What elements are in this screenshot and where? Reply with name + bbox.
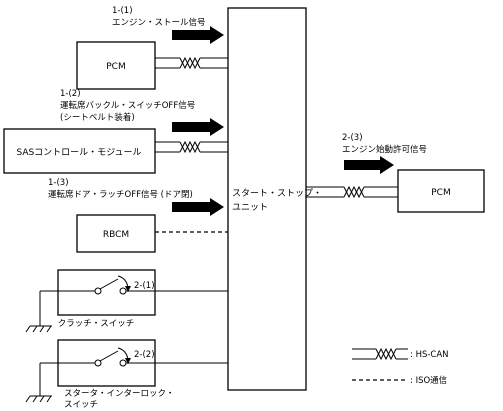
signal-1-3-arrow bbox=[172, 198, 224, 216]
signal-1-2-text: 運転席バックル・スイッチOFF信号 bbox=[60, 100, 195, 111]
starter-interlock-switch-label-2: スイッチ bbox=[64, 400, 98, 410]
signal-2-3-number: 2-(3) bbox=[342, 133, 363, 143]
signal-1-2-note: (シートベルト装着) bbox=[60, 112, 135, 123]
signal-2-3-text: エンジン始動許可信号 bbox=[342, 144, 427, 155]
legend: : HS-CAN : ISO通信 bbox=[352, 348, 449, 386]
start-stop-unit-box bbox=[227, 7, 307, 391]
legend-iso-label: : ISO通信 bbox=[410, 375, 448, 386]
switch-2-2-number: 2-(2) bbox=[134, 350, 155, 360]
start-stop-unit-label-1: スタート・ストップ・ bbox=[232, 188, 322, 199]
signal-1-2-number: 1-(2) bbox=[60, 89, 81, 99]
signal-1-1-text: エンジン・ストール信号 bbox=[112, 17, 206, 28]
signal-1-1-number: 1-(1) bbox=[112, 6, 133, 16]
switch-2-1-number: 2-(1) bbox=[134, 281, 155, 291]
sas-control-module-box bbox=[3, 128, 156, 174]
clutch-switch-label: クラッチ・スイッチ bbox=[58, 319, 135, 329]
pcm-left-label: PCM bbox=[106, 62, 125, 72]
pcm-right-label: PCM bbox=[431, 188, 450, 198]
starter-interlock-switch-label-1: スタータ・インターロック・ bbox=[64, 389, 174, 399]
pcm-left-box bbox=[76, 41, 156, 90]
pcm-left-hscan-twisted-pair bbox=[175, 57, 205, 69]
signal-1-2-arrow bbox=[172, 118, 224, 136]
rbcm-box bbox=[76, 214, 156, 253]
sas-control-module-label: SASコントロール・モジュール bbox=[16, 148, 141, 158]
legend-hscan-label: : HS-CAN bbox=[410, 350, 449, 360]
legend-hscan-symbol bbox=[371, 348, 401, 360]
signal-2-3-arrow bbox=[344, 156, 394, 174]
rbcm-label: RBCM bbox=[103, 230, 129, 240]
sas-hscan-twisted-pair bbox=[175, 141, 205, 153]
signal-1-3-text: 運転席ドア・ラッチOFF信号 (ドア閉) bbox=[48, 189, 193, 200]
signal-1-1-arrow bbox=[172, 26, 224, 44]
clutch-switch-box bbox=[57, 269, 156, 316]
pcm-right-box bbox=[397, 169, 485, 213]
start-stop-unit-label-2: ユニット bbox=[232, 203, 268, 213]
signal-1-3-number: 1-(3) bbox=[48, 178, 69, 188]
pcm-right-hscan-twisted-pair bbox=[339, 186, 369, 198]
